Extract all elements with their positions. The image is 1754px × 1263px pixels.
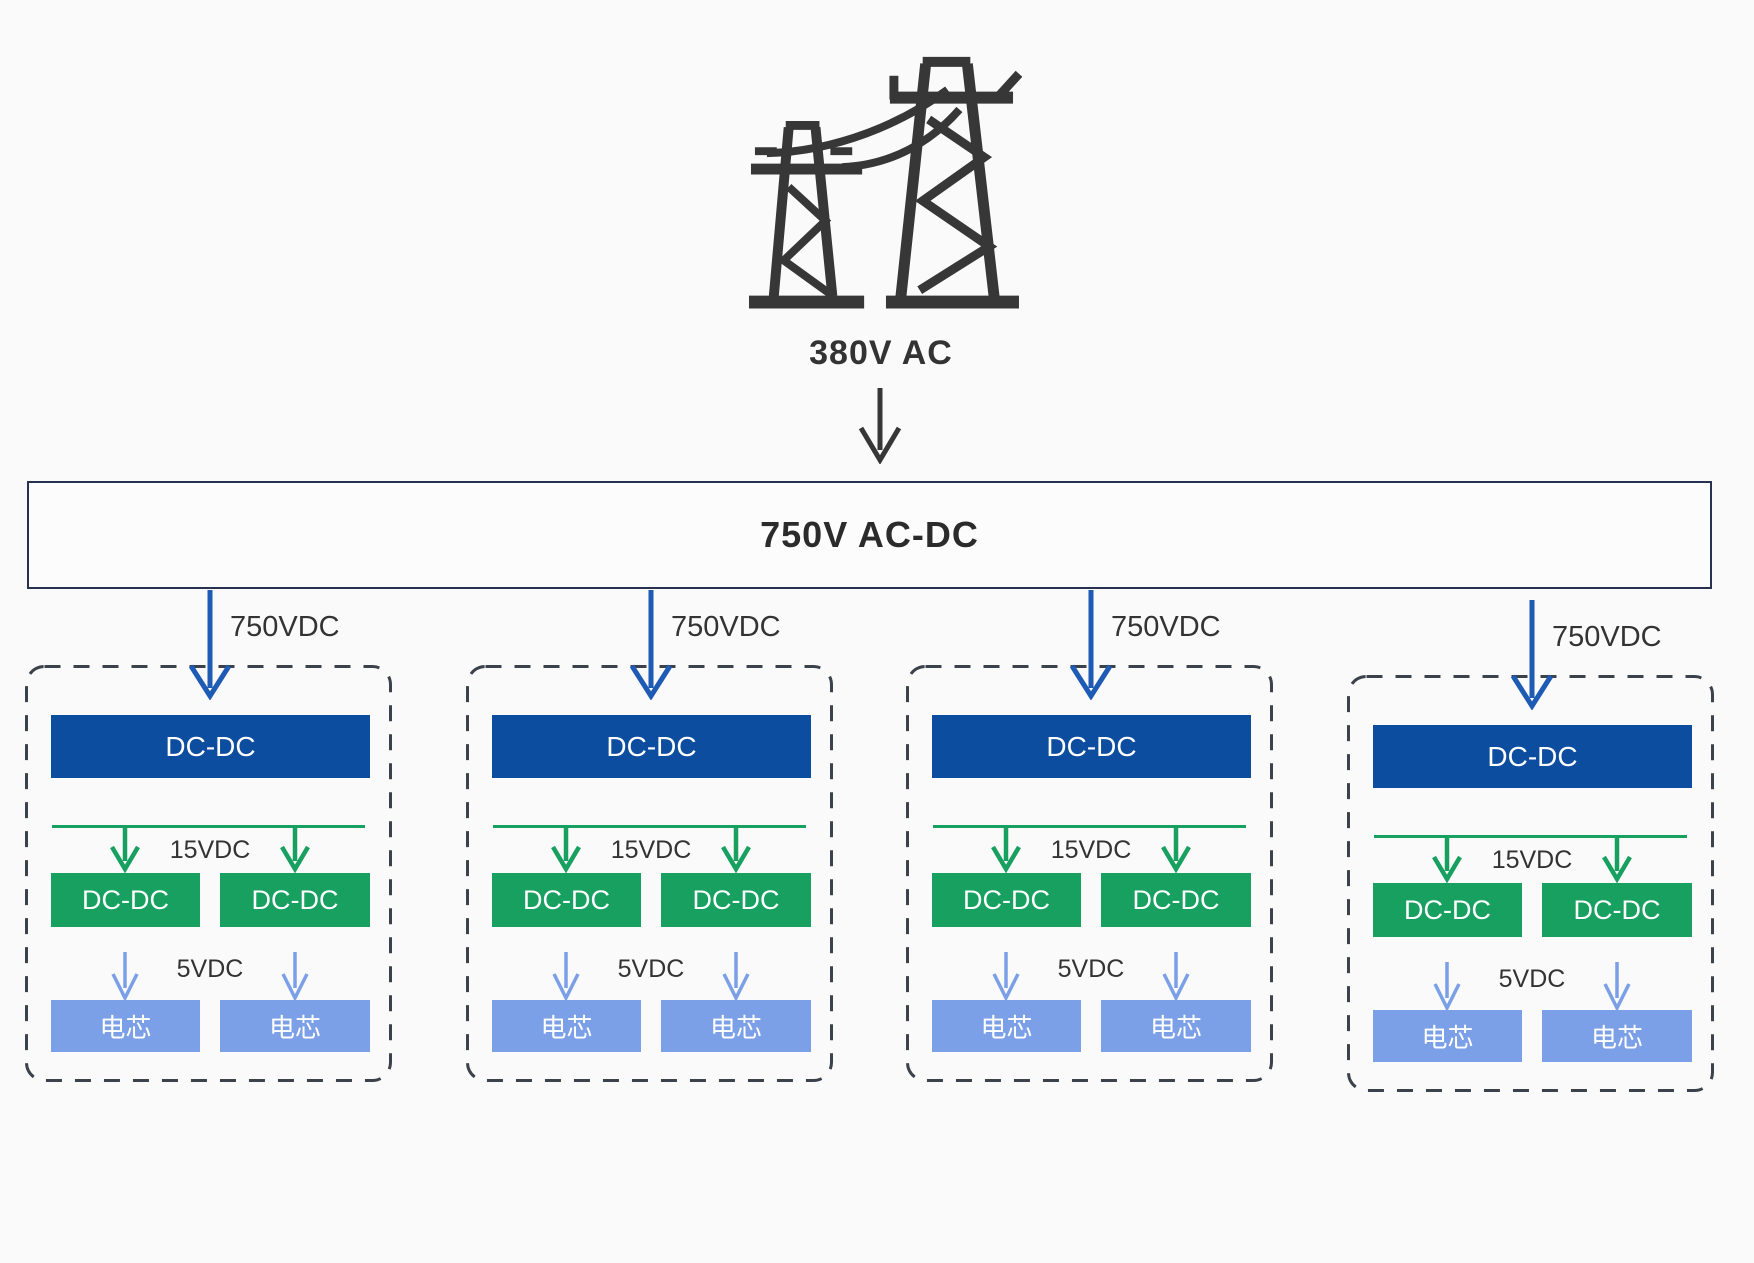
mid-bus-line bbox=[493, 825, 806, 828]
secondary-dcdc-converter: DC-DC bbox=[492, 873, 641, 927]
mid-bus-arrow-icon bbox=[1432, 837, 1462, 883]
secondary-dcdc-converter: DC-DC bbox=[932, 873, 1081, 927]
mid-bus-voltage-label: 15VDC bbox=[169, 836, 251, 864]
branch-input-arrow-icon bbox=[1510, 600, 1554, 710]
primary-dcdc-converter: DC-DC bbox=[51, 715, 370, 778]
mid-bus-arrow-icon bbox=[1161, 827, 1191, 873]
grid-voltage-label: 380V AC bbox=[809, 334, 953, 372]
mid-bus-voltage-label: 15VDC bbox=[1491, 846, 1573, 874]
rectifier-box: 750V AC-DC bbox=[27, 481, 1712, 589]
mid-bus-line bbox=[933, 825, 1246, 828]
battery-cell-box: 电芯 bbox=[661, 1000, 811, 1052]
power-branch: 750VDC DC-DC 15VDC DC-DC DC-DC 5VDC 电芯 电… bbox=[906, 590, 1273, 1082]
branch-dashed-outline bbox=[1347, 675, 1714, 1092]
cell-input-arrow-icon bbox=[722, 952, 750, 1002]
branch-dashed-outline bbox=[25, 665, 392, 1082]
branch-input-arrow-icon bbox=[629, 590, 673, 700]
cell-input-arrow-icon bbox=[1603, 962, 1631, 1012]
mid-bus-arrow-icon bbox=[1602, 837, 1632, 883]
secondary-dcdc-converter: DC-DC bbox=[1542, 883, 1692, 937]
secondary-dcdc-converter: DC-DC bbox=[661, 873, 811, 927]
primary-dcdc-converter: DC-DC bbox=[1373, 725, 1692, 788]
secondary-dcdc-converter: DC-DC bbox=[1101, 873, 1251, 927]
battery-cell-box: 电芯 bbox=[932, 1000, 1081, 1052]
cell-input-arrow-icon bbox=[111, 952, 139, 1002]
mid-bus-line bbox=[52, 825, 365, 828]
cell-input-arrow-icon bbox=[281, 952, 309, 1002]
mid-bus-arrow-icon bbox=[721, 827, 751, 873]
low-bus-voltage-label: 5VDC bbox=[1498, 965, 1566, 993]
mid-bus-line bbox=[1374, 835, 1687, 838]
grid-to-rectifier-arrow-icon bbox=[858, 388, 902, 464]
mid-bus-voltage-label: 15VDC bbox=[610, 836, 692, 864]
low-bus-voltage-label: 5VDC bbox=[617, 955, 685, 983]
branch-dashed-outline bbox=[466, 665, 833, 1082]
cell-input-arrow-icon bbox=[992, 952, 1020, 1002]
power-branch: 750VDC DC-DC 15VDC DC-DC DC-DC 5VDC 电芯 电… bbox=[1347, 600, 1714, 1092]
rectifier-label: 750V AC-DC bbox=[760, 514, 979, 555]
power-branch: 750VDC DC-DC 15VDC DC-DC DC-DC 5VDC 电芯 电… bbox=[466, 590, 833, 1082]
battery-cell-box: 电芯 bbox=[1101, 1000, 1251, 1052]
branch-input-voltage-label: 750VDC bbox=[1111, 611, 1221, 643]
mid-bus-arrow-icon bbox=[551, 827, 581, 873]
battery-cell-box: 电芯 bbox=[51, 1000, 200, 1052]
battery-cell-box: 电芯 bbox=[220, 1000, 370, 1052]
mid-bus-arrow-icon bbox=[110, 827, 140, 873]
low-bus-voltage-label: 5VDC bbox=[176, 955, 244, 983]
cell-input-arrow-icon bbox=[552, 952, 580, 1002]
secondary-dcdc-converter: DC-DC bbox=[220, 873, 370, 927]
branch-input-arrow-icon bbox=[1069, 590, 1113, 700]
battery-cell-box: 电芯 bbox=[1542, 1010, 1692, 1062]
branch-input-voltage-label: 750VDC bbox=[1552, 621, 1662, 653]
cell-input-arrow-icon bbox=[1433, 962, 1461, 1012]
mid-bus-voltage-label: 15VDC bbox=[1050, 836, 1132, 864]
branch-input-voltage-label: 750VDC bbox=[671, 611, 781, 643]
mid-bus-arrow-icon bbox=[280, 827, 310, 873]
battery-cell-box: 电芯 bbox=[1373, 1010, 1522, 1062]
mid-bus-arrow-icon bbox=[991, 827, 1021, 873]
battery-cell-box: 电芯 bbox=[492, 1000, 641, 1052]
secondary-dcdc-converter: DC-DC bbox=[51, 873, 200, 927]
power-branch: 750VDC DC-DC 15VDC DC-DC DC-DC 5VDC 电芯 电… bbox=[25, 590, 392, 1082]
branch-input-voltage-label: 750VDC bbox=[230, 611, 340, 643]
secondary-dcdc-converter: DC-DC bbox=[1373, 883, 1522, 937]
branch-dashed-outline bbox=[906, 665, 1273, 1082]
low-bus-voltage-label: 5VDC bbox=[1057, 955, 1125, 983]
cell-input-arrow-icon bbox=[1162, 952, 1190, 1002]
primary-dcdc-converter: DC-DC bbox=[932, 715, 1251, 778]
primary-dcdc-converter: DC-DC bbox=[492, 715, 811, 778]
branch-input-arrow-icon bbox=[188, 590, 232, 700]
transmission-tower-icon bbox=[748, 56, 1022, 309]
